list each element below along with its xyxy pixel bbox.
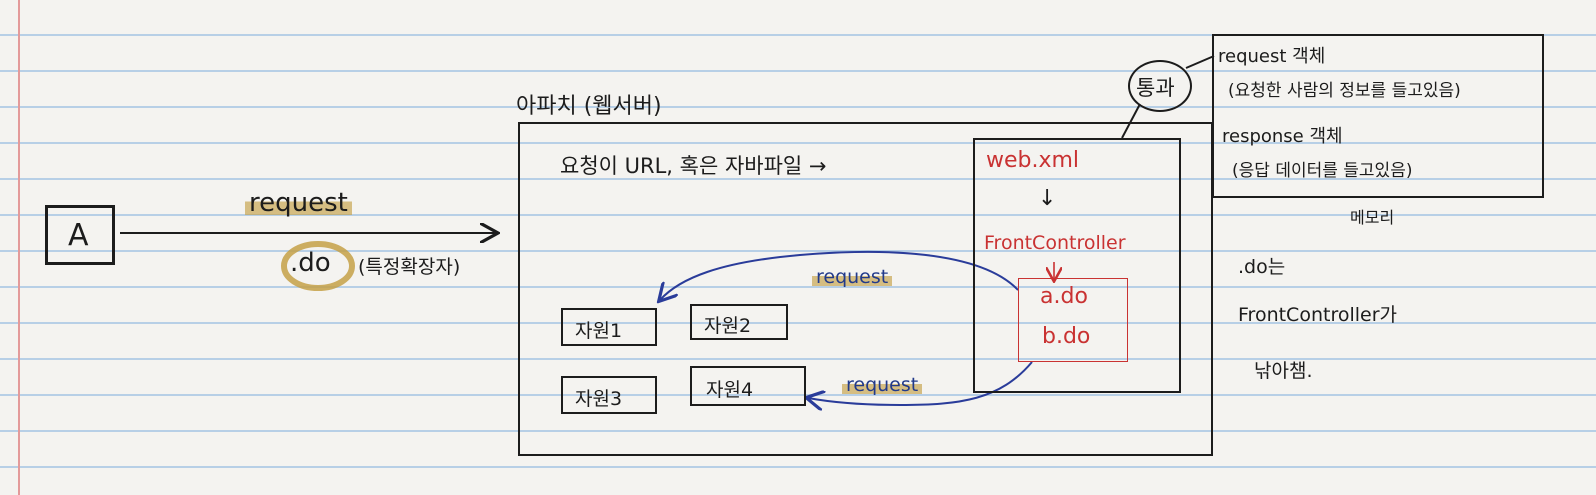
memory-line-3: response 객체 xyxy=(1222,126,1343,147)
request-note: 요청이 URL, 혹은 자바파일 → xyxy=(560,154,827,178)
request-blue-1: request xyxy=(812,266,893,288)
down-arrow: ↓ xyxy=(1038,186,1057,211)
side-note-2: FrontController가 xyxy=(1238,304,1397,326)
blue-curve-request-1 xyxy=(660,250,1019,300)
resource-box-3: 자원3 xyxy=(561,376,657,414)
resource-label-3: 자원3 xyxy=(575,388,623,410)
memory-line-4: (응답 데이터를 들고있음) xyxy=(1232,161,1413,181)
resource-box-4: 자원4 xyxy=(690,366,806,406)
do-highlight-circle xyxy=(281,241,355,291)
server-title: 아파치 (웹서버) xyxy=(516,94,662,119)
side-note-1: .do는 xyxy=(1238,256,1286,278)
tongwa-label: 통과 xyxy=(1136,76,1175,100)
web-xml-label: web.xml xyxy=(986,148,1080,173)
front-controller-label: FrontController xyxy=(984,232,1126,254)
do-note: (특정확장자) xyxy=(358,256,461,278)
resource-label-2: 자원2 xyxy=(704,315,752,337)
side-note-3: 낚아챔. xyxy=(1254,360,1313,382)
memory-line-2: (요청한 사람의 정보를 들고있음) xyxy=(1228,81,1461,101)
do-label: .do xyxy=(290,248,331,278)
request-top-label: request xyxy=(245,188,352,218)
client-box: A xyxy=(45,205,115,265)
memory-line-1: request 객체 xyxy=(1218,46,1326,67)
blue-curve-request-2 xyxy=(808,361,1033,405)
client-label: A xyxy=(68,218,89,253)
resource-label-1: 자원1 xyxy=(575,320,623,342)
tongwa-memory-connector xyxy=(1185,55,1215,69)
memory-box xyxy=(1212,34,1544,198)
server-box xyxy=(518,122,1213,456)
b-do-label: b.do xyxy=(1042,324,1091,349)
resource-box-1: 자원1 xyxy=(561,308,657,346)
resource-box-2: 자원2 xyxy=(690,304,788,340)
mapping-box xyxy=(1018,278,1128,362)
tongwa-connector xyxy=(1121,103,1141,139)
resource-label-4: 자원4 xyxy=(706,379,754,401)
a-do-label: a.do xyxy=(1040,284,1088,309)
tongwa-circle xyxy=(1128,60,1192,112)
request-blue-2: request xyxy=(842,374,923,396)
web-xml-box xyxy=(973,138,1181,393)
memory-label: 메모리 xyxy=(1350,208,1395,227)
